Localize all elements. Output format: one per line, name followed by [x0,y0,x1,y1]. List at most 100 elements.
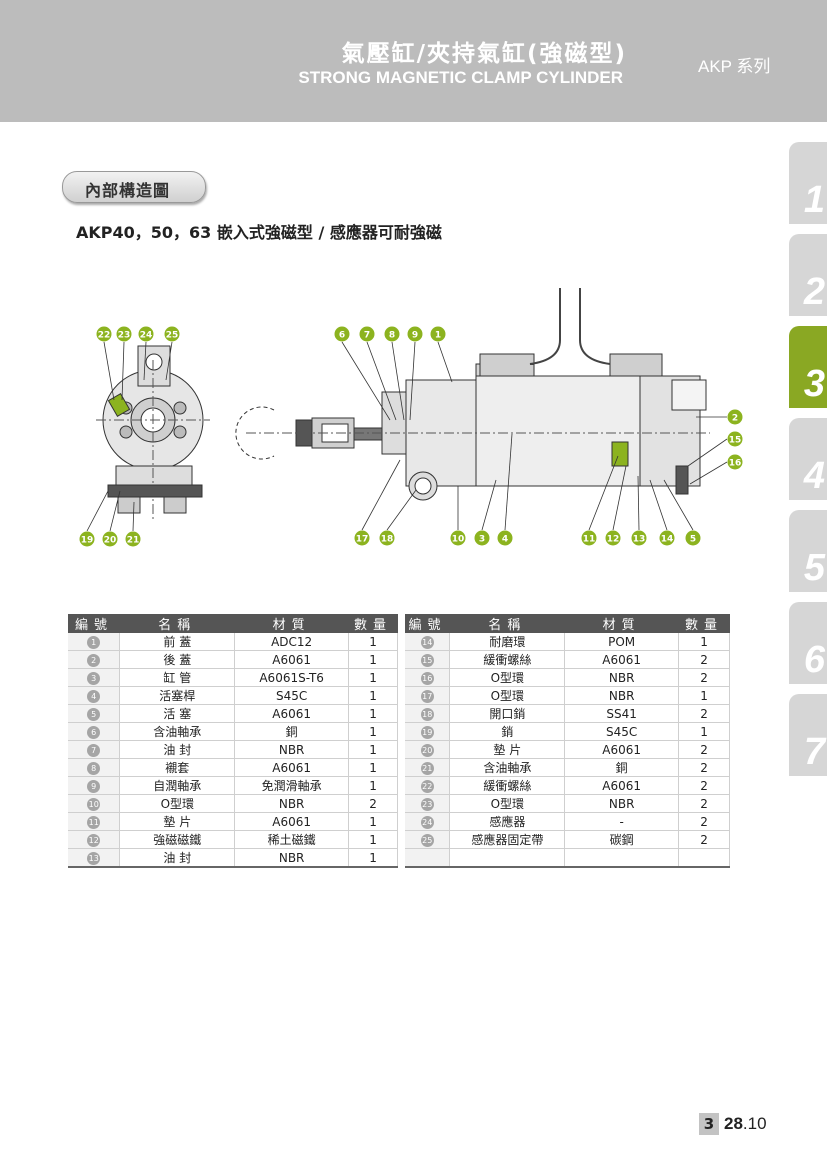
part-number-badge: 3 [87,672,101,685]
col-header-qty: 數量 [678,614,730,633]
table-header-row: 編號 名稱 材質 數量 [405,614,730,633]
callout-text: 1 [435,331,441,341]
cell-material: A6061 [564,650,680,669]
cell-material: S45C [234,686,350,705]
table-row [405,848,730,868]
callout-text: 14 [661,535,674,545]
cell-name: 強磁磁鐵 [119,830,236,849]
cell-qty: 2 [678,650,730,669]
callout-22: 22 [96,326,112,342]
part-number-badge: 21 [420,762,434,775]
cell-no: 12 [68,830,121,849]
cell-no [405,848,451,868]
callout-text: 5 [690,535,696,545]
part-number-badge: 25 [420,834,434,847]
cell-name: 銷 [449,722,566,741]
cell-name: 油 封 [119,848,236,868]
cell-qty: 1 [678,722,730,741]
callout-text: 22 [98,331,111,341]
part-number-badge: 20 [420,744,434,757]
callout-10: 10 [450,530,466,546]
tab-label: 6 [803,639,825,681]
callout-8: 8 [384,326,400,342]
page-sub: .10 [742,1114,767,1133]
cell-material: NBR [234,848,350,868]
callout-text: 6 [339,331,345,341]
part-number-badge: 16 [420,672,434,685]
chapter-tab-1[interactable]: 1 [789,142,827,224]
cell-name: 耐磨環 [449,633,566,651]
chapter-tab-2[interactable]: 2 [789,234,827,316]
cell-name: 緩衝螺絲 [449,650,566,669]
part-number-badge: 17 [420,690,434,703]
chapter-tab-3[interactable]: 3 [789,326,827,408]
cell-qty: 2 [678,812,730,831]
part-number-badge: 9 [87,780,101,793]
cell-no: 8 [68,758,121,777]
cell-qty: 1 [348,668,398,687]
page-main: 28 [724,1114,743,1133]
col-header-no: 編號 [68,614,120,633]
col-header-material: 材質 [564,614,679,633]
callout-4: 4 [497,530,513,546]
cell-material: A6061S-T6 [234,668,350,687]
cell-no: 1 [68,633,121,651]
part-number-badge: 10 [87,798,101,811]
callout-7: 7 [359,326,375,342]
chapter-box: 3 [699,1113,719,1135]
callout-17: 17 [354,530,370,546]
cell-name [449,848,566,868]
callout-text: 24 [140,331,153,341]
cell-no: 3 [68,668,121,687]
callout-text: 2 [732,414,738,424]
part-number-badge: 11 [87,816,101,829]
chapter-tab-5[interactable]: 5 [789,510,827,592]
cell-material: NBR [564,686,680,705]
cell-material: NBR [234,740,350,759]
part-number-badge: 4 [87,690,101,703]
header-title-en: STRONG MAGNETIC CLAMP CYLINDER [298,68,623,87]
chapter-tab-4[interactable]: 4 [789,418,827,500]
chapter-tab-7[interactable]: 7 [789,694,827,776]
cell-qty: 1 [348,650,398,669]
callout-25: 25 [164,326,180,342]
callout-text: 8 [389,331,395,341]
callout-6: 6 [334,326,350,342]
part-number-badge: 12 [87,834,101,847]
part-number-badge: 8 [87,762,101,775]
cell-name: 感應器固定帶 [449,830,566,849]
tab-label: 3 [803,363,825,405]
callout-13: 13 [631,530,647,546]
cell-name: 油 封 [119,740,236,759]
cell-qty: 2 [348,794,398,813]
callout-9: 9 [407,326,423,342]
cell-no: 11 [68,812,121,831]
cell-qty: 1 [348,633,398,651]
cell-name: 含油軸承 [119,722,236,741]
cell-name: O型環 [119,794,236,813]
cell-no: 24 [405,812,451,831]
cell-no: 9 [68,776,121,795]
header-series: AKP 系列 [698,57,771,76]
callout-text: 13 [633,535,646,545]
tab-label: 5 [803,547,825,589]
chapter-tab-6[interactable]: 6 [789,602,827,684]
part-number-badge: 1 [87,636,101,649]
cell-qty: 1 [348,686,398,705]
cell-name: 後 蓋 [119,650,236,669]
cell-no: 16 [405,668,451,687]
callout-5: 5 [685,530,701,546]
header-title-cn: 氣壓缸/夾持氣缸(強磁型) [341,41,627,67]
part-number-badge: 7 [87,744,101,757]
